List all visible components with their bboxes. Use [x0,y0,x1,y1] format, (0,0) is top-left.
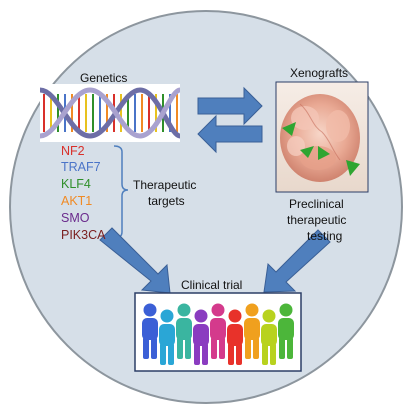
dna-icon [39,84,182,142]
arrow-down-right-icon [99,227,171,294]
gene-akt1: AKT1 [61,194,93,208]
tumor-icon [275,81,369,193]
preclinical-label-line2: therapeutic [287,213,347,227]
people-icon [142,303,294,365]
therapeutic-targets-label-line2: targets [148,194,185,208]
person-icon [244,303,260,359]
arrow-down-left-icon [263,229,331,293]
person-icon [142,303,158,359]
preclinical-label-line1: Preclinical [289,197,344,211]
person-icon [278,303,294,359]
genetics-label: Genetics [80,71,128,85]
person-icon [261,309,277,365]
therapeutic-targets-label-line1: Therapeutic [133,178,197,192]
person-icon [227,309,243,365]
marker-arrow-icon [346,160,360,176]
gene-klf4: KLF4 [61,177,91,191]
arrow-left-icon [197,114,263,154]
gene-nf2: NF2 [61,144,85,158]
gene-pik3ca: PIK3CA [61,228,106,242]
marker-arrow-icon [282,122,296,136]
clinical-trial-label: Clinical trial [181,278,243,292]
marker-arrow-icon [318,146,330,160]
person-icon [176,303,192,359]
arrow-right-icon [197,86,263,126]
marker-arrow-icon [300,146,314,158]
person-icon [193,309,209,365]
bracket [113,145,129,239]
person-icon [210,303,226,359]
gene-smo: SMO [61,211,90,225]
xenografts-label: Xenografts [290,66,349,80]
preclinical-label-line3: testing [307,229,343,243]
person-icon [159,309,175,365]
gene-traf7: TRAF7 [61,160,101,174]
